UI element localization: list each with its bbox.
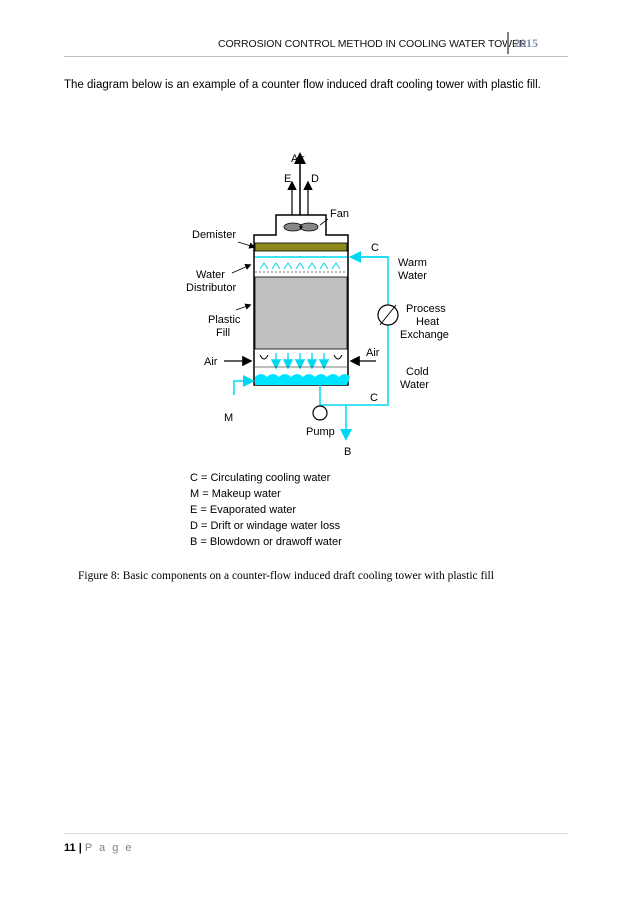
label-air-top: Air <box>291 153 305 165</box>
label-plastic-fill-1: Plastic <box>208 314 241 326</box>
demister-layer <box>254 242 348 252</box>
label-c-bottom: C <box>370 392 378 404</box>
label-air-left: Air <box>204 356 218 368</box>
page-number: 11 <box>64 842 76 854</box>
label-water-distributor-1: Water <box>196 269 225 281</box>
falling-water-arrows <box>270 353 330 370</box>
cooling-tower-diagram: Air E D Fan Demister Water Distributor P… <box>180 145 460 560</box>
label-process-1: Process <box>406 303 446 315</box>
footer-rule <box>64 833 568 834</box>
plastic-fill-block <box>254 276 348 350</box>
air-swirl-right <box>333 354 343 360</box>
heat-exchanger-slash <box>379 304 397 326</box>
footer-separator: | <box>78 842 82 854</box>
label-c-top: C <box>371 242 379 254</box>
page-word: P a g e <box>84 842 134 854</box>
label-air-right: Air <box>366 347 380 359</box>
label-b: B <box>344 446 351 458</box>
page-footer: 11 | P a g e <box>64 842 134 854</box>
header-divider <box>507 32 509 54</box>
figure-caption: Figure 8: Basic components on a counter-… <box>78 570 494 582</box>
spray-nozzles <box>259 262 341 270</box>
legend-item: D = Drift or windage water loss <box>190 520 341 532</box>
fan-icon <box>283 222 319 232</box>
label-m: M <box>224 412 233 424</box>
label-fan: Fan <box>330 208 349 220</box>
label-warm-water-1: Warm <box>398 257 427 269</box>
legend-item: E = Evaporated water <box>190 504 296 516</box>
label-pump: Pump <box>306 426 335 438</box>
label-cold-water-2: Water <box>400 379 429 391</box>
fan-pointer <box>319 218 329 226</box>
label-process-3: Exchange <box>400 329 449 341</box>
basin-water <box>255 374 350 385</box>
legend-item: M = Makeup water <box>190 488 281 500</box>
label-warm-water-2: Water <box>398 270 427 282</box>
air-swirl-left <box>259 354 269 360</box>
label-plastic-fill-2: Fill <box>216 327 230 339</box>
header-rule <box>64 56 568 57</box>
intro-paragraph: The diagram below is an example of a cou… <box>64 79 541 91</box>
header-title: CORROSION CONTROL METHOD IN COOLING WATE… <box>218 38 527 50</box>
label-cold-water-1: Cold <box>406 366 429 378</box>
label-demister: Demister <box>192 229 236 241</box>
label-water-distributor-2: Distributor <box>186 282 236 294</box>
legend-item: C = Circulating cooling water <box>190 472 331 484</box>
cooling-tower-svg: Air E D Fan Demister Water Distributor P… <box>186 152 449 548</box>
label-process-2: Heat <box>416 316 439 328</box>
fill-pointer <box>235 303 252 311</box>
legend-item: B = Blowdown or drawoff water <box>190 536 342 548</box>
makeup-pipe <box>233 375 255 395</box>
label-d: D <box>311 173 319 185</box>
pump-icon <box>312 405 328 421</box>
header-year: 2015 <box>514 36 538 50</box>
label-e: E <box>284 173 291 185</box>
distributor-pointer <box>231 264 252 274</box>
demister-pointer <box>237 241 256 249</box>
